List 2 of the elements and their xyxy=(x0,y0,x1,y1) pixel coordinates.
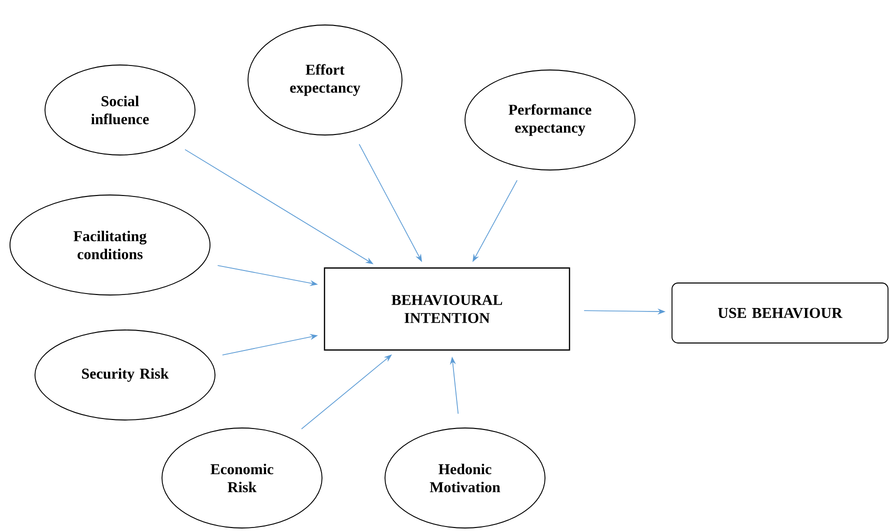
behaviour-box: USE BEHAVIOUR xyxy=(672,282,888,344)
intention-box: BEHAVIOURAL INTENTION xyxy=(324,267,570,351)
